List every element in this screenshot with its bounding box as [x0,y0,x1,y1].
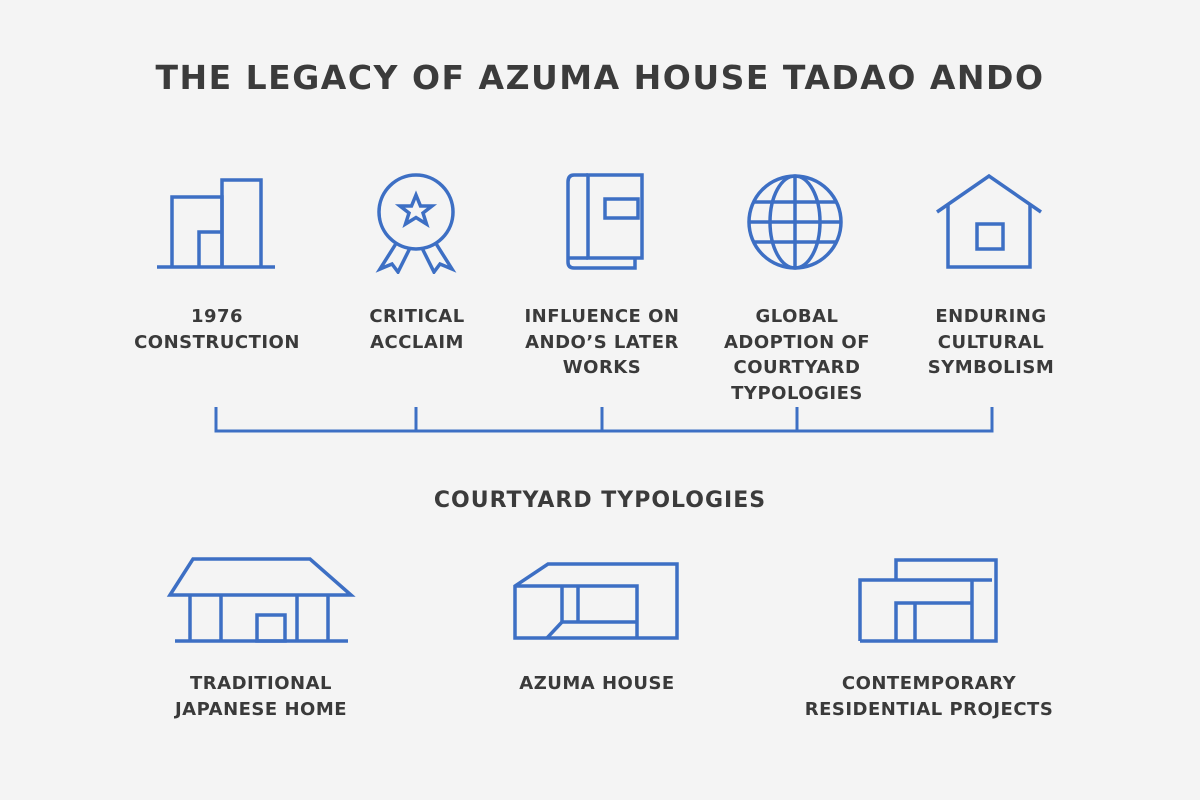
timeline-label-global-adoption: GLOBAL ADOPTION OF COURTYARD TYPOLOGIES [723,306,871,404]
timeline-label-influence: INFLUENCE ON ANDO’S LATER WORKS [524,306,680,378]
typology-label-azuma: AZUMA HOUSE [519,673,675,694]
azuma-house-icon [513,562,679,640]
timeline-label-construction: 1976 CONSTRUCTION [134,306,300,353]
house-icon [936,173,1042,269]
typology-label-traditional: TRADITIONAL JAPANESE HOME [174,673,348,720]
globe-icon [747,174,843,270]
contemporary-house-icon [858,558,998,643]
timeline-label-symbolism: ENDURING CULTURAL SYMBOLISM [927,306,1055,378]
page-title: THE LEGACY OF AZUMA HOUSE TADAO ANDO [155,58,1045,97]
book-icon [566,173,644,270]
traditional-house-icon [166,557,356,643]
timeline-bracket [214,407,994,433]
award-ribbon-icon [375,173,457,274]
section-heading: COURTYARD TYPOLOGIES [433,488,767,513]
timeline-label-acclaim: CRITICAL ACCLAIM [369,306,465,353]
buildings-icon [157,178,275,269]
typology-label-contemporary: CONTEMPORARY RESIDENTIAL PROJECTS [804,673,1054,720]
